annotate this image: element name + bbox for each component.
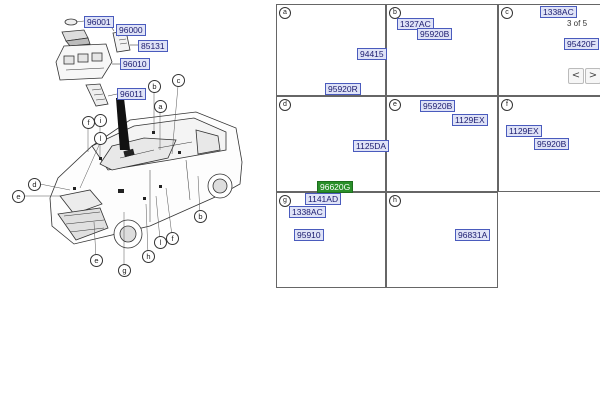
part-label[interactable]: 85131 bbox=[138, 40, 168, 52]
part-label[interactable]: 1129EX bbox=[506, 125, 542, 137]
roof-console-assembly bbox=[55, 18, 131, 107]
vehicle-callout: c bbox=[172, 74, 185, 87]
part-label[interactable]: 96000 bbox=[116, 24, 146, 36]
vehicle-callout: e bbox=[12, 190, 25, 203]
vehicle-callout: e bbox=[90, 254, 103, 267]
part-label[interactable]: 96001 bbox=[84, 16, 114, 28]
part-label[interactable]: 96831A bbox=[455, 229, 491, 241]
vehicle-callout: f bbox=[166, 232, 179, 245]
vehicle-line-drawing bbox=[49, 111, 243, 249]
part-label[interactable]: 1338AC bbox=[540, 6, 577, 18]
part-label[interactable]: 1338AC bbox=[289, 206, 326, 218]
panel-letter: f bbox=[501, 99, 513, 111]
panel-letter: g bbox=[279, 195, 291, 207]
part-label[interactable]: 1141AD bbox=[305, 193, 342, 205]
panel-letter: e bbox=[389, 99, 401, 111]
previous-page-button[interactable]: < bbox=[568, 68, 584, 84]
panel-letter: b bbox=[389, 7, 401, 19]
part-label[interactable]: 95420F bbox=[564, 38, 599, 50]
part-label[interactable]: 96010 bbox=[120, 58, 150, 70]
vehicle-callout: a bbox=[154, 100, 167, 113]
part-label[interactable]: 95910 bbox=[294, 229, 324, 241]
next-page-button[interactable]: > bbox=[585, 68, 600, 84]
vehicle-callout: b bbox=[194, 210, 207, 223]
vehicle-callout-leaders bbox=[24, 85, 201, 268]
highlighted-part-label[interactable]: 96620G bbox=[317, 181, 354, 193]
panel-letter: h bbox=[389, 195, 401, 207]
vehicle-callout: d bbox=[28, 178, 41, 191]
vehicle-callout: i bbox=[94, 114, 107, 127]
vehicle-callout: l bbox=[94, 132, 107, 145]
part-label[interactable]: 96011 bbox=[117, 88, 147, 100]
panel-letter: a bbox=[279, 7, 291, 19]
part-label[interactable]: 95920B bbox=[417, 28, 453, 40]
vehicle-callout: h bbox=[142, 250, 155, 263]
vehicle-callout: g bbox=[118, 264, 131, 277]
part-label[interactable]: 95920B bbox=[534, 138, 570, 150]
panel-letter: c bbox=[501, 7, 513, 19]
part-label[interactable]: 94415 bbox=[357, 48, 387, 60]
part-label[interactable]: 95920B bbox=[420, 100, 456, 112]
vehicle-callout: f bbox=[82, 116, 95, 129]
vehicle-callout: b bbox=[148, 80, 161, 93]
page-indicator: 3 of 5 bbox=[567, 19, 588, 28]
part-label[interactable]: 1125DA bbox=[353, 140, 390, 152]
part-label[interactable]: 1129EX bbox=[452, 114, 488, 126]
arrow-to-vehicle-roof bbox=[116, 98, 130, 150]
part-label[interactable]: 1327AC bbox=[397, 18, 434, 30]
panel-letter: d bbox=[279, 99, 291, 111]
vehicle-sensor-marks bbox=[73, 131, 181, 200]
part-label[interactable]: 95920R bbox=[325, 83, 361, 95]
